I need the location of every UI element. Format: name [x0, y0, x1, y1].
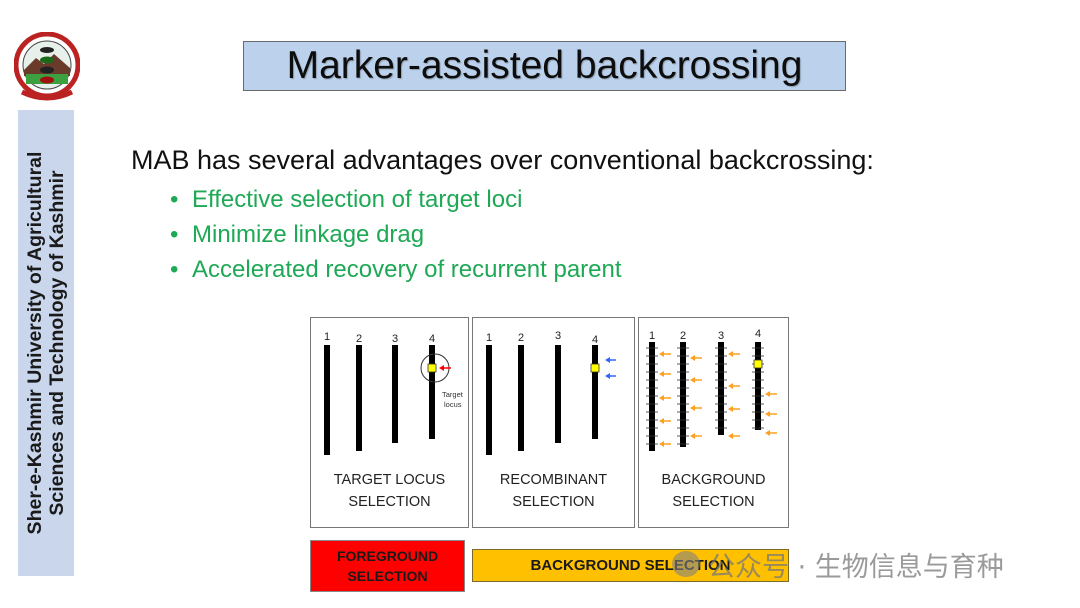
advantage-text: Effective selection of target loci	[192, 186, 523, 213]
chromosome	[718, 342, 724, 435]
watermark: 公众号 · 生物信息与育种	[672, 544, 1004, 584]
chromosome-label: 1	[649, 330, 655, 342]
orange-arrow-icon	[765, 391, 777, 397]
chromosome	[555, 345, 561, 443]
chromosome-label: 2	[680, 330, 686, 342]
orange-arrow-icon	[728, 383, 740, 389]
orange-arrow-icon	[765, 430, 777, 436]
target-locus-marker	[427, 363, 437, 373]
foreground-label-line1: FOREGROUND	[336, 548, 439, 564]
chromosome-label: 2	[518, 332, 524, 344]
orange-arrow-icon	[659, 351, 671, 357]
intro-text: MAB has several advantages over conventi…	[131, 145, 874, 175]
advantage-item: • Effective selection of target loci	[170, 184, 622, 219]
chromosome-label: 4	[755, 328, 761, 340]
orange-arrow-icon	[728, 406, 740, 412]
panel-label-line2: SELECTION	[348, 494, 431, 510]
orange-arrow-icon	[690, 433, 702, 439]
wechat-icon	[672, 551, 700, 577]
panel-label-line1: TARGET LOCUS	[333, 472, 446, 488]
chromosome-label: 4	[429, 333, 435, 345]
panel-target-locus-selection: 1 2 3 4 Target locus TARGET LOCUS SELECT…	[310, 317, 469, 528]
target-locus-marker	[590, 363, 600, 373]
target-locus-annotation: Target	[442, 390, 464, 399]
panel-label: RECOMBINANT SELECTION	[473, 469, 634, 513]
panel-background-selection: 1 2 3 4 BACKGROUND SELECTION	[638, 317, 789, 528]
chromosome	[518, 345, 524, 451]
orange-arrow-icon	[690, 405, 702, 411]
advantage-item: • Minimize linkage drag	[170, 219, 622, 254]
chromosome-label: 1	[486, 332, 492, 344]
chromosome	[486, 345, 492, 455]
orange-arrow-icon	[728, 433, 740, 439]
target-locus-marker	[753, 359, 763, 369]
slide-title-box: Marker-assisted backcrossing	[243, 41, 846, 91]
target-locus-annotation: locus	[444, 400, 462, 409]
chromosome-label: 3	[392, 333, 398, 345]
university-name-line1: Sher-e-Kashmir University of Agricultura…	[24, 151, 46, 535]
bullet-icon: •	[170, 221, 179, 248]
orange-arrow-icon	[690, 377, 702, 383]
panel-recombinant-selection: 1 2 3 4 RECOMBINANT SELECTION	[472, 317, 635, 528]
advantage-text: Minimize linkage drag	[192, 221, 425, 248]
bullet-icon: •	[170, 186, 179, 213]
chromosome	[392, 345, 398, 443]
university-name-line2: Sciences and Technology of Kashmir	[46, 170, 68, 516]
university-name: Sher-e-Kashmir University of Agricultura…	[24, 113, 68, 573]
chromosome	[356, 345, 362, 451]
slide-title: Marker-assisted backcrossing	[286, 44, 803, 87]
panel-label-line1: RECOMBINANT	[499, 472, 608, 488]
chromosome	[429, 345, 435, 439]
orange-arrow-icon	[659, 395, 671, 401]
advantage-text: Accelerated recovery of recurrent parent	[192, 256, 622, 283]
blue-arrow-icon	[605, 357, 616, 363]
bullet-icon: •	[170, 256, 179, 283]
chromosome	[324, 345, 330, 455]
orange-arrow-icon	[659, 418, 671, 424]
orange-arrow-icon	[690, 355, 702, 361]
blue-arrow-icon	[605, 373, 616, 379]
red-arrow-icon	[439, 365, 451, 371]
panel-label-line2: SELECTION	[512, 494, 595, 510]
advantages-list: • Effective selection of target loci • Min…	[170, 184, 622, 289]
chromosome	[755, 342, 761, 430]
chromosome-label: 3	[718, 330, 724, 342]
orange-arrow-icon	[728, 351, 740, 357]
foreground-selection-bar: FOREGROUND SELECTION	[310, 540, 465, 592]
chromosome-diagram: 1 2 3 4	[486, 330, 616, 455]
advantage-item: • Accelerated recovery of recurrent paren…	[170, 254, 622, 289]
orange-arrow-icon	[765, 411, 777, 417]
foreground-label-line2: SELECTION	[347, 568, 428, 584]
panel-label: TARGET LOCUS SELECTION	[311, 469, 468, 513]
panel-label-line2: SELECTION	[672, 494, 755, 510]
chromosome	[680, 342, 686, 447]
chromosome-diagram: 1 2 3 4 Target locus	[324, 331, 464, 455]
chromosome-label: 3	[555, 330, 561, 342]
university-logo	[14, 32, 80, 101]
orange-arrow-icon	[659, 441, 671, 447]
chromosome-label: 1	[324, 331, 330, 343]
chromosome-diagram: 1 2 3 4	[646, 328, 777, 451]
chromosome-label: 2	[356, 333, 362, 345]
chromosome	[592, 345, 598, 439]
university-sidebar: Sher-e-Kashmir University of Agricultura…	[18, 110, 74, 576]
panel-label-line1: BACKGROUND	[661, 472, 766, 488]
panel-label: BACKGROUND SELECTION	[639, 469, 788, 513]
watermark-text: 公众号 · 生物信息与育种	[708, 551, 1004, 583]
chromosome	[649, 342, 655, 451]
chromosome-label: 4	[592, 334, 598, 346]
orange-arrow-icon	[659, 371, 671, 377]
